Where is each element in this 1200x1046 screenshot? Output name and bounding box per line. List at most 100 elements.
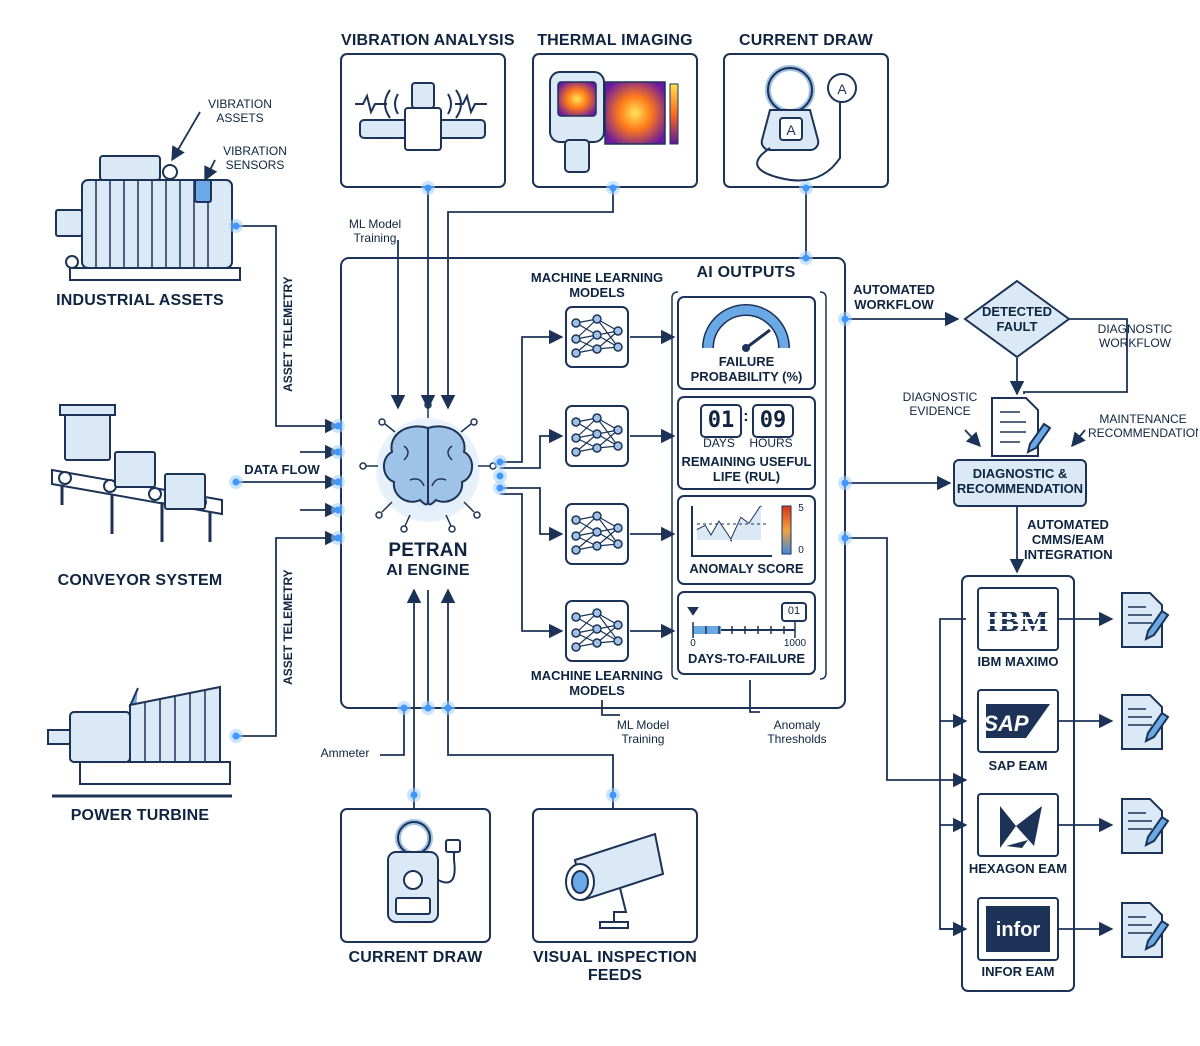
flow-connector bbox=[380, 708, 405, 756]
flow-connector bbox=[204, 159, 218, 182]
neural-network-icon bbox=[565, 503, 629, 565]
thermal-imaging-title: THERMAL IMAGING bbox=[537, 32, 693, 49]
anomaly-thresholds-label: Anomaly Thresholds bbox=[767, 718, 827, 746]
current-draw-top-panel: A A bbox=[723, 53, 889, 188]
asset-telemetry-bottom-label: ASSET TELEMETRY bbox=[281, 569, 296, 685]
ml-training-top-label: ML Model Training bbox=[348, 217, 402, 245]
diagnostic-evidence-label: DIAGNOSTIC EVIDENCE bbox=[902, 390, 978, 418]
ai-outputs-title: AI OUTPUTS bbox=[696, 264, 796, 281]
detected-fault-label: DETECTED FAULT bbox=[981, 304, 1053, 334]
flow-connector bbox=[236, 225, 340, 434]
hexagon-logo-tile bbox=[977, 793, 1059, 857]
svg-text:A: A bbox=[837, 81, 847, 97]
vibration-sensor-icon bbox=[355, 82, 487, 151]
flow-connector bbox=[236, 530, 340, 737]
diagnostic-workflow-label: DIAGNOSTIC WORKFLOW bbox=[1097, 322, 1173, 350]
clamp-meter-icon: A A bbox=[756, 65, 857, 182]
sap-eam-label: SAP EAM bbox=[988, 758, 1048, 773]
industrial-assets-title: INDUSTRIAL ASSETS bbox=[56, 292, 224, 309]
anomaly-scale-min: 0 bbox=[798, 545, 804, 556]
dtf-scale-icon bbox=[687, 602, 807, 638]
dtf-counter: 01 bbox=[787, 605, 801, 617]
flow-connector bbox=[749, 680, 760, 713]
data-flow-label: DATA FLOW bbox=[244, 462, 320, 478]
rul-separator: : bbox=[743, 408, 749, 425]
maintenance-recommendation-label: MAINTENANCE RECOMMENDATION bbox=[1088, 413, 1198, 440]
dtf-max: 1000 bbox=[783, 638, 807, 649]
industrial-motor-icon bbox=[55, 155, 241, 281]
power-turbine-icon bbox=[47, 685, 232, 798]
connector-lines bbox=[171, 111, 1128, 937]
ml-models-bottom-label: MACHINE LEARNING MODELS bbox=[530, 668, 664, 698]
days-to-failure-box bbox=[677, 591, 816, 675]
camera-icon bbox=[565, 832, 665, 929]
rul-label: REMAINING USEFUL LIFE (RUL) bbox=[681, 454, 812, 484]
rul-hours-value: 09 bbox=[752, 404, 794, 438]
document-pen-icon bbox=[991, 397, 1052, 457]
multimeter-icon bbox=[387, 819, 461, 923]
anomaly-scale-max: 5 bbox=[798, 503, 804, 514]
infor-logo-tile: infor bbox=[977, 897, 1059, 961]
detected-fault-diamond bbox=[963, 279, 1071, 359]
ml-model-boxes bbox=[565, 306, 629, 662]
diagnostic-recommendation-box bbox=[953, 459, 1087, 507]
neural-network-icon bbox=[565, 405, 629, 467]
infor-logo-text: infor bbox=[996, 919, 1041, 941]
engine-subtitle: AI ENGINE bbox=[386, 562, 470, 579]
rul-hours-label: HOURS bbox=[749, 436, 793, 450]
sap-logo-tile: SAP bbox=[977, 689, 1059, 753]
hexagon-eam-label: HEXAGON EAM bbox=[968, 861, 1068, 876]
neural-network-icon bbox=[565, 306, 629, 368]
rul-days-label: DAYS bbox=[703, 436, 735, 450]
conveyor-system-title: CONVEYOR SYSTEM bbox=[57, 572, 223, 589]
callout-vibration-sensors: VIBRATION SENSORS bbox=[223, 144, 287, 172]
flow-connector bbox=[440, 188, 614, 410]
svg-text:A: A bbox=[786, 122, 796, 138]
failure-probability-label: FAILURE PROBABILITY (%) bbox=[690, 354, 803, 384]
ibm-maximo-label: IBM MAXIMO bbox=[977, 654, 1059, 669]
flow-connector bbox=[447, 708, 614, 808]
ml-training-bottom-label: ML Model Training bbox=[616, 718, 670, 746]
flow-connector bbox=[1071, 429, 1086, 448]
ammeter-label: Ammeter bbox=[320, 746, 370, 760]
anomaly-score-label: ANOMALY SCORE bbox=[689, 561, 804, 576]
dtf-min: 0 bbox=[690, 638, 696, 649]
conveyor-system-icon bbox=[51, 404, 223, 542]
brain-icon bbox=[359, 401, 497, 533]
vendor-documents bbox=[1121, 592, 1170, 958]
flow-connector bbox=[601, 700, 620, 716]
flow-connector bbox=[500, 329, 564, 463]
automated-workflow-label: AUTOMATED WORKFLOW bbox=[853, 282, 935, 312]
flow-connector bbox=[500, 428, 564, 469]
report-document-icon bbox=[1121, 592, 1170, 648]
ibm-logo-tile: IBM bbox=[977, 587, 1059, 651]
outputs-bracket-right bbox=[819, 291, 827, 680]
diagnostic-recommendation-label: DIAGNOSTIC & RECOMMENDATION bbox=[956, 466, 1084, 496]
vibration-analysis-panel bbox=[340, 53, 506, 188]
current-draw-bottom-title: CURRENT DRAW bbox=[348, 949, 483, 966]
flow-connector bbox=[1023, 318, 1128, 394]
infor-eam-label: INFOR EAM bbox=[981, 964, 1055, 979]
flow-connector bbox=[171, 111, 201, 162]
neural-network-icon bbox=[565, 600, 629, 662]
thermal-camera-icon bbox=[549, 71, 679, 173]
callout-vibration-assets: VIBRATION ASSETS bbox=[208, 97, 272, 125]
thermal-imaging-panel bbox=[532, 53, 698, 188]
rul-days-value: 01 bbox=[700, 404, 742, 438]
current-draw-top-title: CURRENT DRAW bbox=[739, 32, 873, 49]
ml-models-top-label: MACHINE LEARNING MODELS bbox=[530, 270, 664, 300]
anomaly-chart-icon bbox=[691, 505, 792, 557]
ibm-logo-text: IBM bbox=[987, 605, 1050, 638]
connection-nodes bbox=[229, 181, 852, 802]
report-document-icon bbox=[1121, 798, 1170, 854]
engine-name: PETRAN bbox=[388, 540, 468, 561]
days-to-failure-label: DAYS-TO-FAILURE bbox=[687, 651, 805, 666]
vibration-analysis-title: VIBRATION ANALYSIS bbox=[341, 32, 515, 49]
power-turbine-title: POWER TURBINE bbox=[70, 807, 210, 824]
cmms-integration-label: AUTOMATED CMMS/EAM INTEGRATION bbox=[1024, 517, 1113, 562]
flow-connector bbox=[500, 487, 564, 542]
report-document-icon bbox=[1121, 694, 1170, 750]
visual-inspection-title: VISUAL INSPECTION FEEDS bbox=[532, 949, 698, 985]
asset-telemetry-top-label: ASSET TELEMETRY bbox=[281, 276, 296, 392]
